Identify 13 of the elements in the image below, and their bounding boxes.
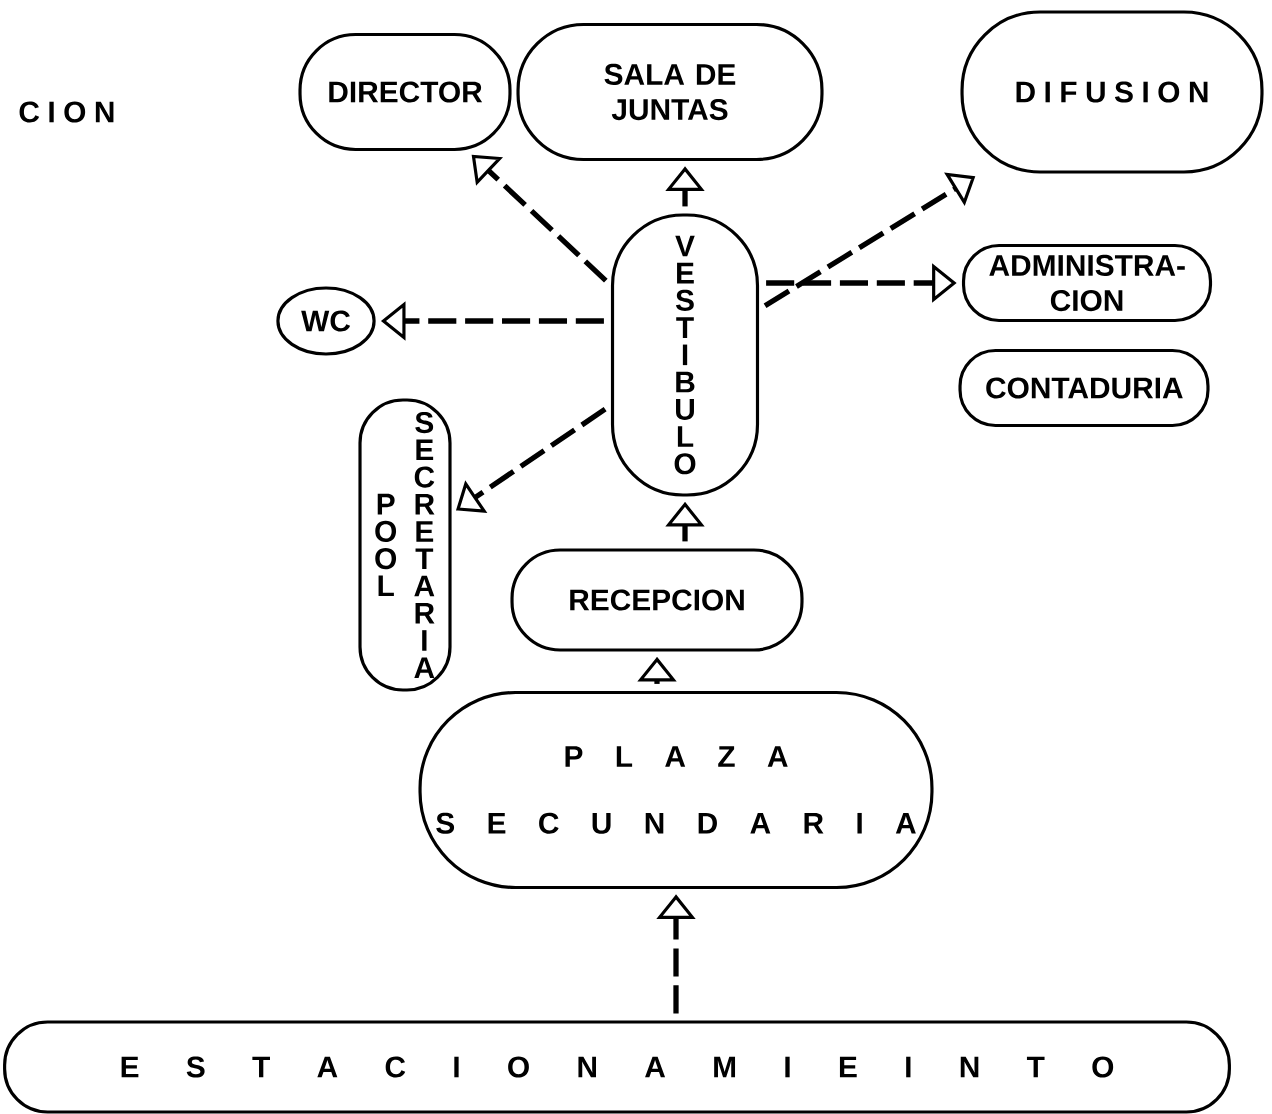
rounded-box: SALA DE JUNTAS [516,22,824,162]
label-text: C I O N [19,101,114,123]
rounded-box: P L A Z A S E C U N D A R I A [418,690,934,890]
rounded-box: VESTIBULO [610,213,760,497]
arrow [471,154,608,283]
rounded-box: ADMINISTRA- CION [961,243,1213,323]
rounded-box: RECEPCION [510,548,804,652]
rounded-box: D I F U S I O N [960,10,1264,174]
rounded-box: POOL SECRETARIA [358,398,452,692]
rounded-box: E S T A C I O N A M I E I N T O [3,1020,1231,1114]
rounded-box: DIRECTOR [298,32,512,152]
circle-node: WC [276,286,376,356]
rounded-box: CONTADURIA [958,348,1210,428]
